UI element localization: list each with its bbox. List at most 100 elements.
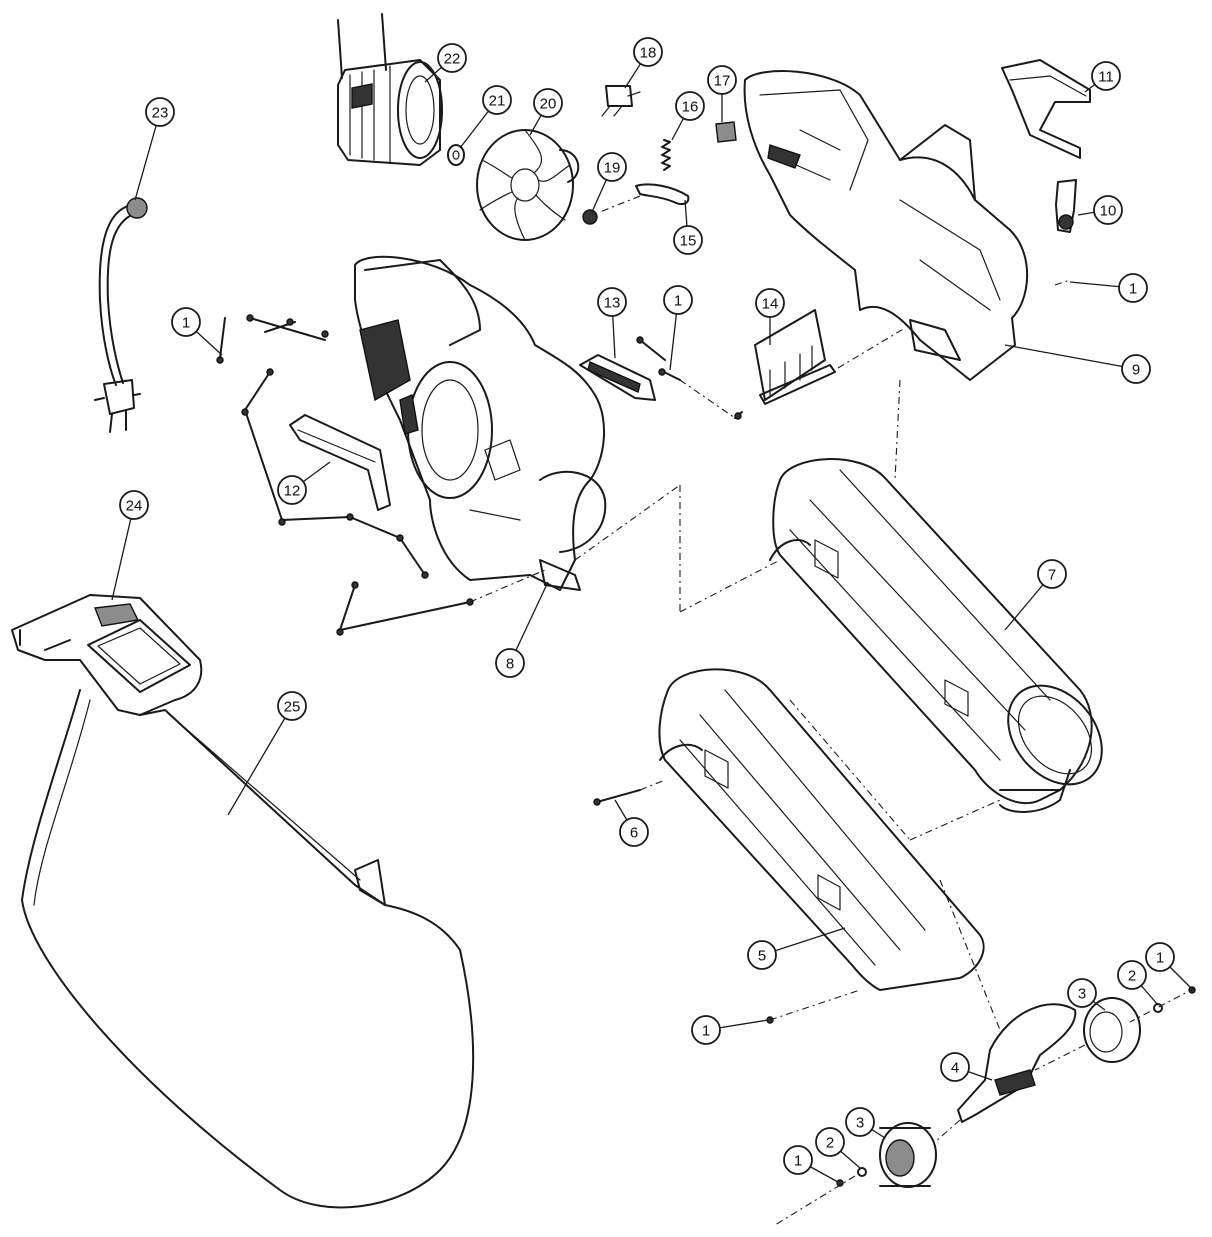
callout-21: 21 [459,85,512,149]
callout-circle [675,91,705,121]
part-tube-upper-7 [769,458,1103,813]
callout-number: 1 [674,293,682,310]
callout-23: 23 [134,97,175,201]
leader-line [1004,344,1137,370]
callout-number: 18 [640,45,657,62]
part-fan [476,129,580,241]
callout-circle [277,475,307,505]
callout-circle [673,225,703,255]
callout-10: 10 [1077,195,1123,225]
callout-16: 16 [671,91,705,141]
callout-number: 22 [444,51,461,68]
callout-1: 1 [663,285,693,371]
callout-1: 1 [783,1145,839,1183]
callout-4: 4 [940,1052,993,1082]
callout-2: 2 [1117,960,1159,1006]
callout-circle [277,691,307,721]
part-bag-25 [21,689,475,1209]
callout-circle [783,1145,813,1175]
callout-number: 1 [702,1023,710,1040]
callout-circle [747,940,777,970]
part-housing-right-9 [743,70,1029,381]
callout-number: 8 [506,656,514,673]
callout-circle [845,1107,875,1137]
callout-number: 6 [630,825,638,842]
callout-18: 18 [624,37,663,89]
callout-7: 7 [1004,559,1067,631]
callout-circle [145,97,175,127]
callout-circle [1117,960,1147,990]
callout-24: 24 [111,490,149,601]
part-nut-19 [582,209,598,225]
callout-1: 1 [1069,273,1148,303]
callout-number: 12 [284,483,301,500]
callout-number: 3 [856,1115,864,1132]
callout-number: 2 [826,1135,834,1152]
callout-3: 3 [845,1107,886,1139]
callout-14: 14 [755,288,785,345]
part-screws-middle [636,279,1071,481]
callout-circle [633,37,663,67]
callout-15: 15 [673,199,703,255]
part-screws-left [216,314,781,636]
part-washer-21 [447,144,465,166]
callout-circle [1118,273,1148,303]
callout-number: 1 [1129,281,1137,298]
callout-circle [482,85,512,115]
callout-circle [495,648,525,678]
callout-circle [663,285,693,315]
part-tube-lower-5 [658,668,1001,1031]
callout-5: 5 [747,927,846,970]
callout-number: 11 [1098,69,1114,86]
part-button-17 [715,121,737,143]
callout-circle [619,817,649,847]
callout-17: 17 [707,65,737,122]
callout-22: 22 [424,43,467,83]
part-power-cord [94,197,148,433]
part-screw-6 [593,779,666,806]
leader-line [134,111,161,201]
callout-9: 9 [1004,344,1151,384]
callout-number: 1 [182,315,190,332]
part-housing-left-8 [354,255,607,591]
callout-circle [1121,354,1151,384]
callout-circle [597,152,627,182]
callout-12: 12 [277,461,331,505]
callout-number: 7 [1048,567,1056,584]
callout-number: 16 [682,99,699,116]
callout-circle [1037,559,1067,589]
leader-line [509,581,549,664]
callout-number: 10 [1100,203,1117,220]
part-flap-14 [754,309,836,405]
part-bag-frame-24 [11,594,203,716]
callout-number: 5 [758,948,766,965]
callout-11: 11 [1084,61,1121,93]
part-latch-10 [1055,179,1077,233]
part-plate-12 [289,414,391,511]
callout-circle [755,288,785,318]
callout-circle [171,307,201,337]
part-bracket-11 [1001,59,1091,159]
callout-number: 14 [762,296,779,313]
callout-circle [940,1052,970,1082]
callout-6: 6 [614,799,649,847]
callout-circle [119,490,149,520]
part-wheel-assembly [766,986,1196,1226]
callout-number: 3 [1078,986,1086,1003]
callout-25: 25 [227,691,307,816]
callout-number: 1 [1156,950,1164,967]
callout-1: 1 [171,307,223,356]
part-motor [337,13,443,166]
callout-20: 20 [529,88,563,136]
callout-circle [597,287,627,317]
leader-line [227,705,293,816]
callout-number: 13 [604,295,621,312]
callout-number: 24 [126,498,143,515]
callout-circle [691,1015,721,1045]
part-spring-16 [661,139,671,171]
callout-circle [437,43,467,73]
leader-line [111,504,135,601]
callout-2: 2 [815,1127,861,1169]
